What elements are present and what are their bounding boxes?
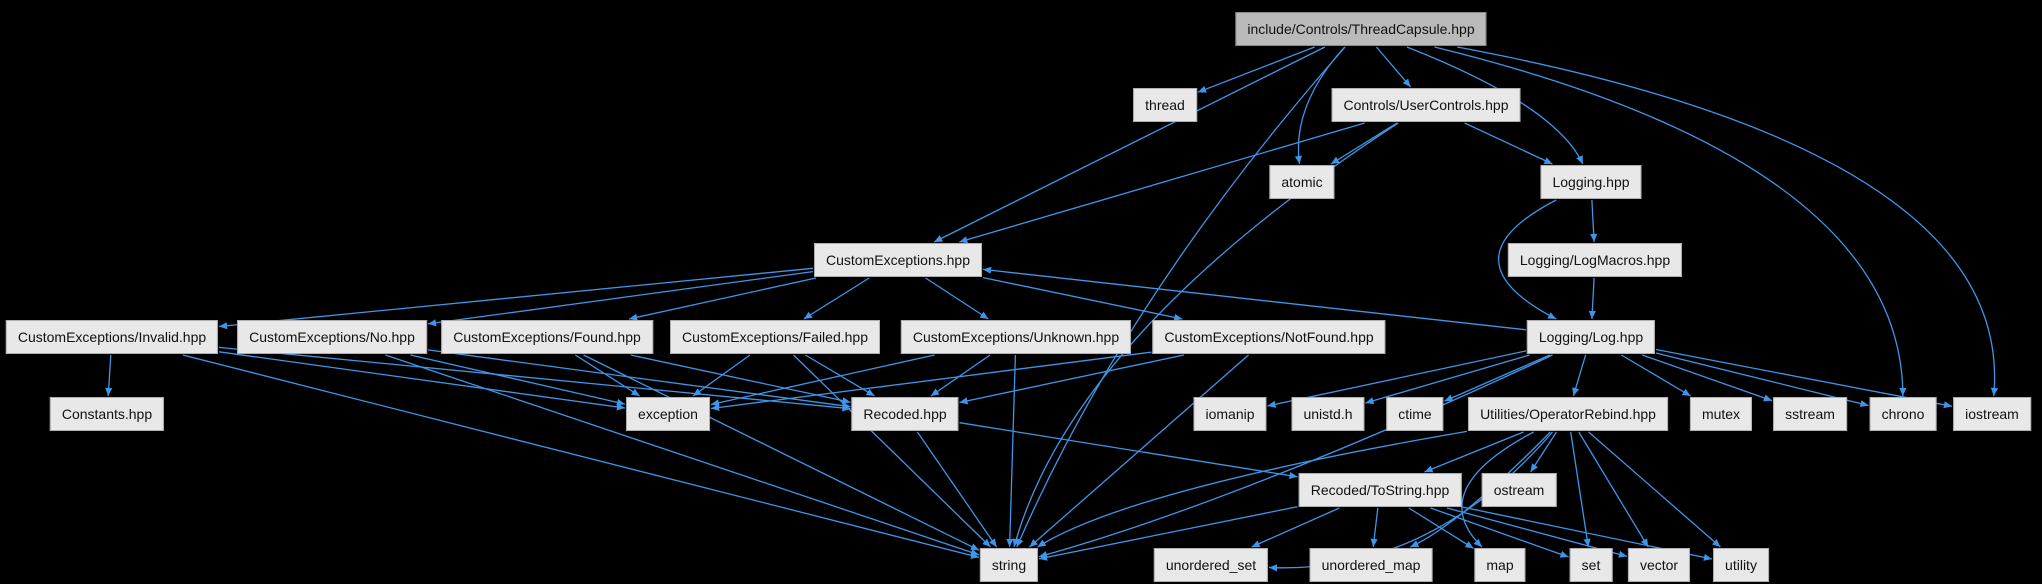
include-edge-log-to-sstream [1641, 354, 1773, 402]
graph-node-unistd[interactable]: unistd.h [1291, 397, 1365, 431]
include-edge-no-to-string [385, 354, 980, 556]
include-edge-log-to-string [1038, 354, 1553, 559]
include-edge-customexceptions-to-found [628, 277, 817, 321]
graph-node-logging[interactable]: Logging.hpp [1540, 165, 1642, 199]
graph-node-invalid[interactable]: CustomExceptions/Invalid.hpp [5, 320, 219, 354]
graph-node-utility[interactable]: utility [1713, 548, 1769, 582]
include-edge-recoded-to-tostring [959, 422, 1298, 480]
include-edge-operatorrebind-to-unordered_map [1410, 431, 1551, 548]
include-edge-root-to-chrono [1434, 46, 1907, 397]
graph-node-set[interactable]: set [1569, 548, 1613, 582]
include-edge-usercontrols-to-customexceptions [959, 122, 1365, 244]
include-edge-tostring-to-string [1038, 506, 1298, 561]
include-edge-failed-to-string [793, 354, 991, 548]
graph-node-unordered_map[interactable]: unordered_map [1309, 548, 1433, 582]
include-edge-invalid-to-string [182, 354, 980, 559]
graph-node-unordered_set[interactable]: unordered_set [1153, 548, 1269, 582]
include-edge-log-to-customexceptions [982, 266, 1527, 331]
graph-node-constants[interactable]: Constants.hpp [49, 397, 165, 431]
graph-node-operatorrebind[interactable]: Utilities/OperatorRebind.hpp [1468, 397, 1668, 431]
include-edge-customexceptions-to-no [427, 270, 814, 327]
graph-node-usercontrols[interactable]: Controls/UserControls.hpp [1331, 88, 1521, 122]
graph-node-iomanip[interactable]: iomanip [1193, 397, 1267, 431]
include-edge-usercontrols-to-logging [1464, 122, 1553, 165]
include-edge-invalid-to-recoded [218, 346, 851, 412]
graph-node-tostring[interactable]: Recoded/ToString.hpp [1298, 473, 1462, 507]
graph-node-notfound[interactable]: CustomExceptions/NotFound.hpp [1152, 320, 1386, 354]
graph-node-vector[interactable]: vector [1627, 548, 1691, 582]
include-edge-log-to-operatorrebind [1572, 354, 1587, 397]
include-edge-operatorrebind-to-vector [1578, 431, 1649, 548]
include-edge-logging-to-logmacros [1590, 199, 1598, 243]
graph-node-log[interactable]: Logging/Log.hpp [1526, 320, 1656, 354]
include-edge-recoded-to-string [916, 431, 998, 548]
include-edge-operatorrebind-to-set [1570, 431, 1591, 548]
include-edge-invalid-to-exception [218, 351, 626, 411]
include-edge-operatorrebind-to-ostream [1530, 431, 1557, 473]
include-edge-no-to-exception [410, 354, 626, 406]
include-edge-logmacros-to-log [1588, 277, 1596, 320]
include-edge-customexceptions-to-failed [803, 277, 870, 320]
include-edge-operatorrebind-to-tostring [1424, 431, 1524, 473]
graph-node-ostream[interactable]: ostream [1481, 473, 1557, 507]
graph-node-map[interactable]: map [1474, 548, 1526, 582]
include-edge-root-to-logging [1406, 46, 1584, 165]
include-edge-invalid-to-constants [105, 354, 113, 397]
include-edge-usercontrols-to-atomic [1330, 122, 1398, 165]
include-edge-root-to-string [1016, 46, 1346, 548]
include-edge-customexceptions-to-invalid [218, 267, 814, 330]
include-edge-operatorrebind-to-utility [1588, 431, 1721, 548]
include-edge-customexceptions-to-notfound [982, 276, 1183, 321]
graph-node-unknown[interactable]: CustomExceptions/Unknown.hpp [900, 320, 1132, 354]
include-edge-customexceptions-to-unknown [925, 277, 989, 320]
graph-node-recoded[interactable]: Recoded.hpp [851, 397, 959, 431]
graph-node-customexceptions[interactable]: CustomExceptions.hpp [814, 243, 982, 277]
graph-node-ctime[interactable]: ctime [1386, 397, 1444, 431]
include-edge-unknown-to-exception [710, 354, 935, 407]
include-edge-tostring-to-map [1408, 507, 1474, 549]
include-edge-tostring-to-unordered_map [1370, 507, 1379, 548]
graph-node-iostream[interactable]: iostream [1953, 397, 2031, 431]
include-edge-log-to-unistd [1365, 354, 1530, 405]
graph-node-failed[interactable]: CustomExceptions/Failed.hpp [670, 320, 880, 354]
include-edge-logging-to-log [1498, 199, 1557, 320]
include-edge-log-to-mutex [1621, 354, 1691, 397]
graph-node-found[interactable]: CustomExceptions/Found.hpp [441, 320, 653, 354]
graph-node-string[interactable]: string [979, 548, 1039, 582]
include-edge-operatorrebind-to-string [1037, 430, 1468, 548]
graph-node-atomic[interactable]: atomic [1269, 165, 1335, 199]
include-edge-operatorrebind-to-map [1461, 431, 1535, 548]
include-edge-log-to-ctime [1444, 354, 1551, 402]
include-edge-root-to-iostream [1457, 46, 1999, 397]
include-edge-notfound-to-recoded [959, 354, 1185, 405]
graph-node-thread[interactable]: thread [1133, 88, 1197, 122]
include-edge-root-to-customexceptions [933, 46, 1326, 243]
graph-node-chrono[interactable]: chrono [1869, 397, 1937, 431]
include-edge-tostring-to-set [1430, 507, 1569, 558]
include-edge-notfound-to-exception [710, 351, 1152, 412]
graph-node-logmacros[interactable]: Logging/LogMacros.hpp [1507, 243, 1683, 277]
graph-node-exception[interactable]: exception [626, 397, 710, 431]
include-edge-unknown-to-recoded [930, 354, 991, 397]
graph-node-root[interactable]: include/Controls/ThreadCapsule.hpp [1235, 12, 1487, 46]
include-edge-unknown-to-string [1006, 354, 1017, 548]
include-edge-tostring-to-unordered_set [1251, 507, 1340, 548]
include-edge-found-to-exception [574, 354, 641, 397]
graph-node-mutex[interactable]: mutex [1689, 397, 1753, 431]
include-edge-root-to-thread [1197, 46, 1315, 93]
graph-node-no[interactable]: CustomExceptions/No.hpp [237, 320, 427, 354]
include-edge-found-to-string [583, 354, 980, 551]
include-edge-failed-to-exception [692, 354, 751, 397]
graph-node-sstream[interactable]: sstream [1773, 397, 1847, 431]
include-edge-found-to-recoded [630, 354, 851, 405]
include-edge-root-to-usercontrols [1375, 46, 1412, 88]
